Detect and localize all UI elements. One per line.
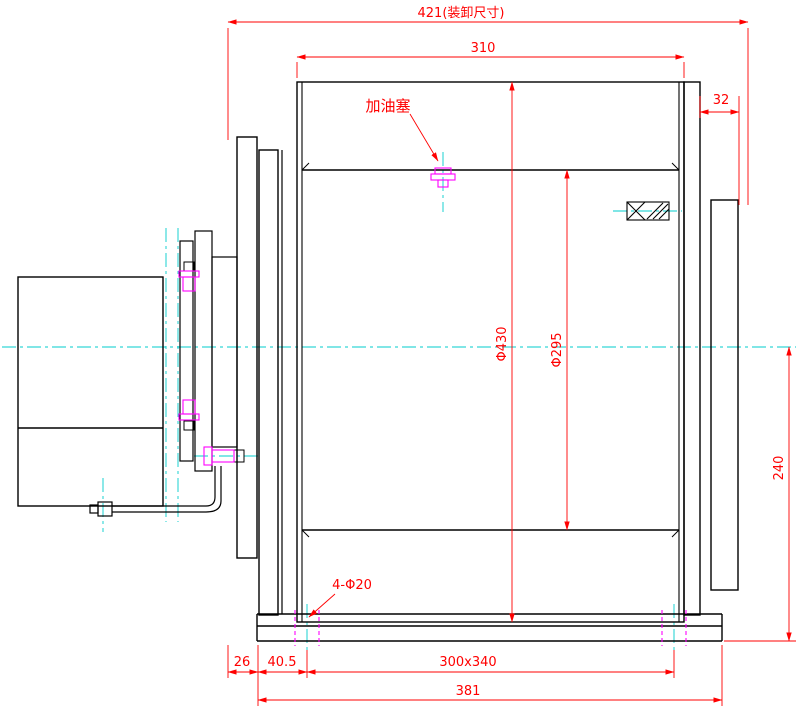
drain-pipe-outer <box>112 466 216 507</box>
bolt-shank-bottom <box>182 399 196 415</box>
drain-bolt <box>203 446 235 466</box>
dim-edge-offset: 26 <box>234 655 251 670</box>
input-hub <box>211 256 238 448</box>
rope-clamp-hatch-2 <box>652 203 669 220</box>
dimension-lines <box>227 19 796 706</box>
drum-outline <box>296 81 685 623</box>
drain-pipe <box>89 466 222 517</box>
motor-body <box>17 276 164 507</box>
dim-base-height: 240 <box>772 456 787 481</box>
dimension-text: 421(装卸尺寸) 310 32 加油塞 Φ430 Φ295 240 4-Φ20… <box>234 5 787 699</box>
chamfer-bl <box>301 529 310 538</box>
oil-plug-body <box>437 179 449 188</box>
drain-pipe-inner <box>112 466 222 513</box>
rope-clamp-hatch-1 <box>646 202 664 220</box>
dim-overall-width: 421(装卸尺寸) <box>418 5 505 21</box>
bolt-shank-top <box>182 276 196 292</box>
rope-clamp-body <box>626 201 670 221</box>
rope-clamp-cross-2 <box>626 201 646 221</box>
base-hole-edges <box>294 610 687 646</box>
left-flange-plate <box>258 149 279 616</box>
leader-oil-plug <box>409 113 439 162</box>
bolt-flange-bottom <box>178 413 200 421</box>
magenta-details <box>178 167 687 646</box>
drain-bolt-shank <box>211 449 235 463</box>
bolt-flange-top <box>178 270 200 278</box>
centerlines <box>2 152 796 650</box>
label-bolt-holes: 4-Φ20 <box>332 578 372 593</box>
drain-plug-head <box>89 504 99 514</box>
dim-base-length: 381 <box>456 684 481 699</box>
coupling-bolt-top <box>178 270 200 292</box>
rope-clamp <box>626 201 670 221</box>
coupling-plate-thick <box>194 230 213 472</box>
chamfer-tl <box>301 162 310 171</box>
dim-flange-diameter: Φ430 <box>495 326 510 361</box>
dim-hole-spacing: 300x340 <box>439 655 496 670</box>
dim-bracket-width: 32 <box>713 93 730 108</box>
dim-barrel-diameter: Φ295 <box>550 332 565 367</box>
label-oil-plug: 加油塞 <box>365 97 410 115</box>
right-flange-plate <box>683 81 701 616</box>
leader-bolt-holes <box>308 593 336 618</box>
oil-plug-symbol <box>430 167 456 188</box>
chamfer-br <box>671 529 680 538</box>
right-support-bracket <box>710 199 739 591</box>
drain-plug-body <box>97 501 113 517</box>
dim-drum-length: 310 <box>471 41 496 56</box>
outline-geometry <box>17 81 739 642</box>
chamfer-tr <box>671 162 680 171</box>
left-bearing-plate <box>236 136 258 559</box>
dim-hole-offset: 40.5 <box>268 655 297 670</box>
base-plate <box>256 613 723 642</box>
coupling-plate-thin <box>179 240 194 462</box>
coupling-bolt-bottom <box>178 399 200 421</box>
coupling-bolt-head-bottom <box>183 420 195 431</box>
rope-clamp-hatch-3 <box>658 208 670 220</box>
